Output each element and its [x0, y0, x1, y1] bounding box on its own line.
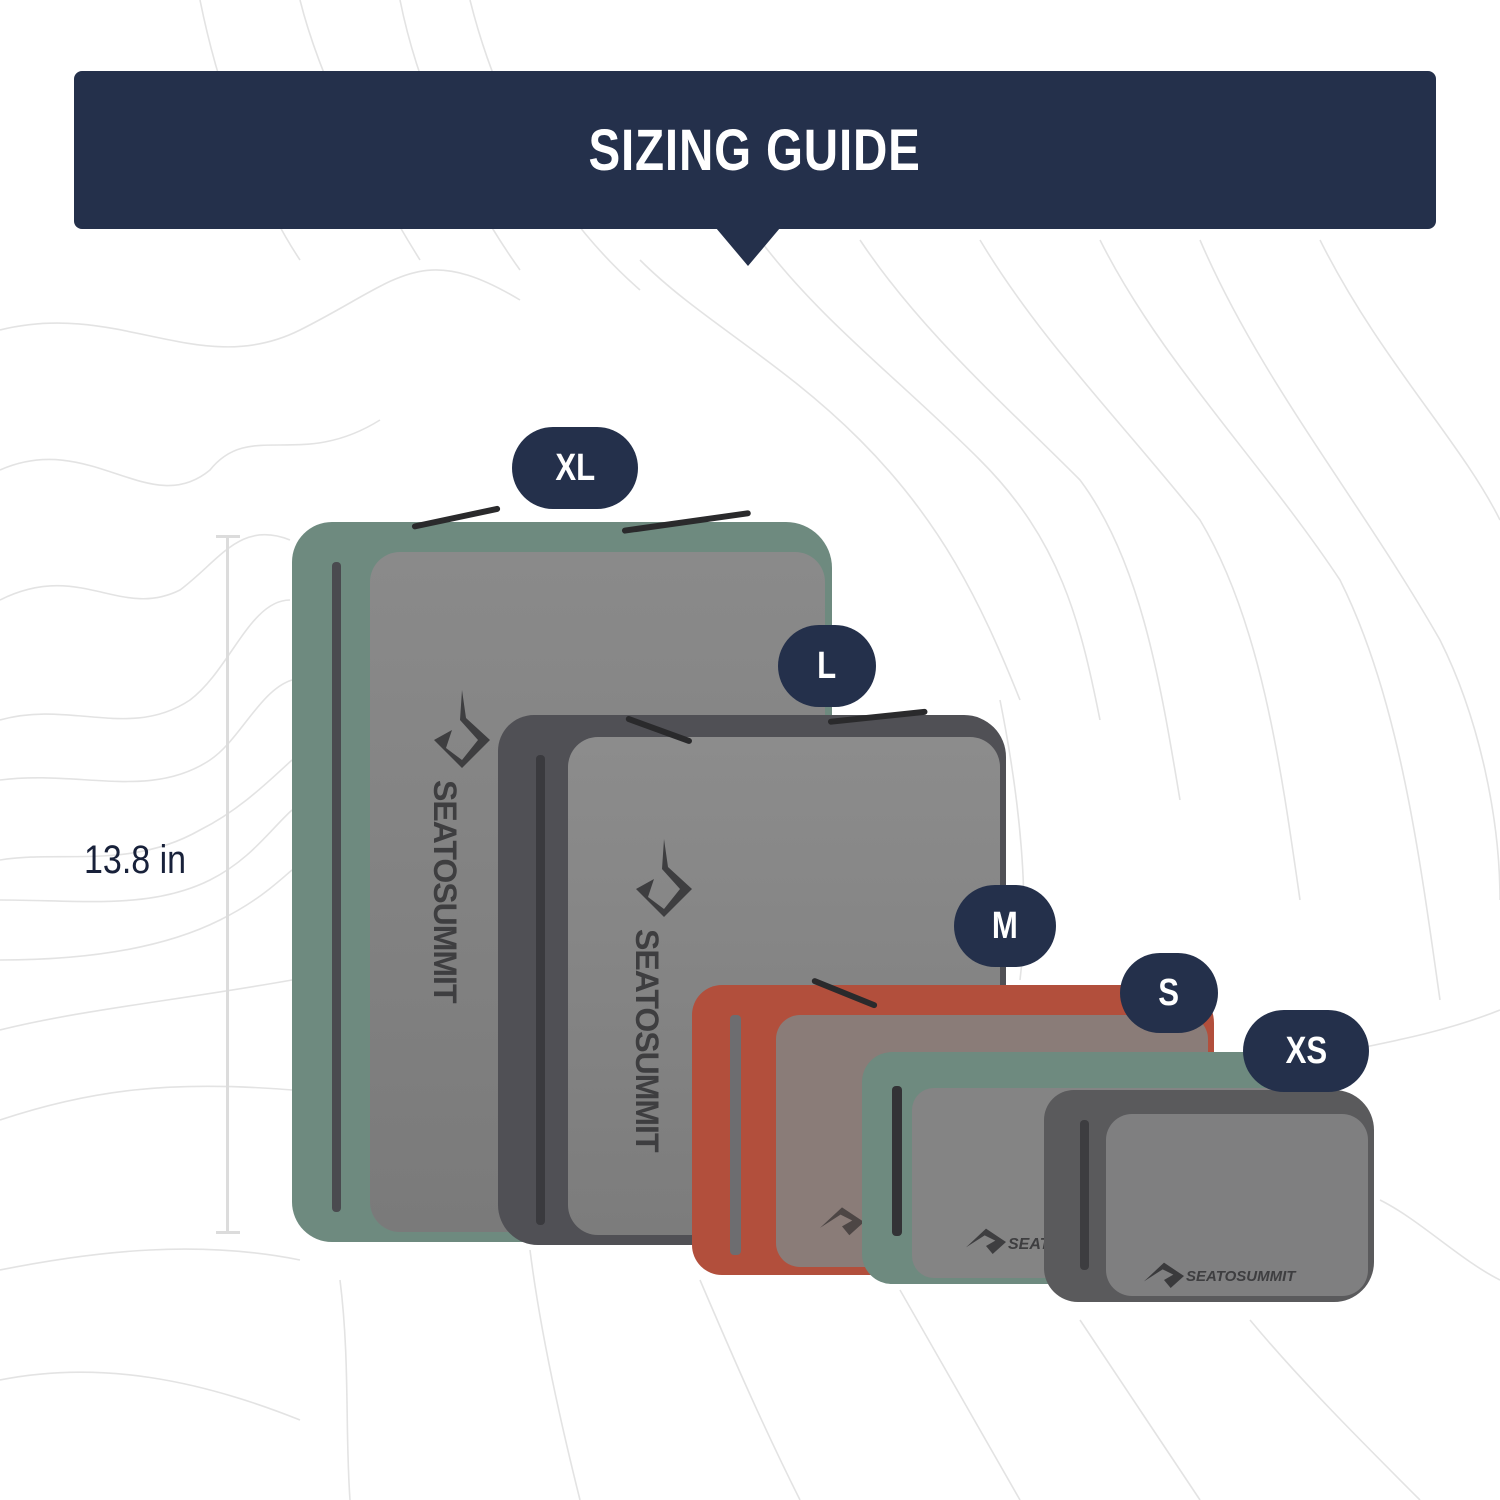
size-label-text: S — [1158, 971, 1180, 1014]
bag-face — [1106, 1114, 1368, 1296]
zipper — [892, 1086, 902, 1236]
size-label-text: XS — [1285, 1029, 1327, 1072]
banner-title: SIZING GUIDE — [588, 117, 922, 183]
size-label-l: L — [778, 625, 876, 707]
size-label-m: M — [954, 885, 1056, 967]
zipper — [1080, 1120, 1089, 1270]
brand-logo-text: SEATOSUMMIT — [1186, 1268, 1296, 1285]
measure-bottom-cap — [216, 1231, 240, 1234]
packing-cube-xs: SEATOSUMMIT — [1044, 1090, 1374, 1302]
brand-mark-icon — [820, 1207, 864, 1236]
size-label-s: S — [1120, 953, 1218, 1033]
size-label-xs: XS — [1243, 1010, 1369, 1092]
brand-mark-icon — [1144, 1262, 1184, 1288]
size-label-text: L — [817, 644, 837, 687]
banner-pointer — [716, 228, 780, 266]
brand-logo-text: SEATOSUMMIT — [427, 780, 463, 1003]
zipper — [536, 755, 545, 1225]
brand-mark-icon — [966, 1228, 1006, 1254]
zipper — [332, 562, 341, 1212]
size-label-text: XL — [555, 446, 595, 489]
brand-logo-text: SEATOSUMMIT — [629, 929, 665, 1152]
brand-mark-icon — [636, 839, 692, 917]
zipper — [730, 1015, 741, 1255]
height-measurement-label: 13.8 in — [84, 838, 187, 882]
size-label-text: M — [992, 904, 1018, 947]
brand-mark-icon — [434, 690, 490, 768]
sizing-guide-banner: SIZING GUIDE — [74, 71, 1436, 229]
size-label-xl: XL — [512, 427, 638, 509]
height-measure-line — [226, 536, 229, 1233]
